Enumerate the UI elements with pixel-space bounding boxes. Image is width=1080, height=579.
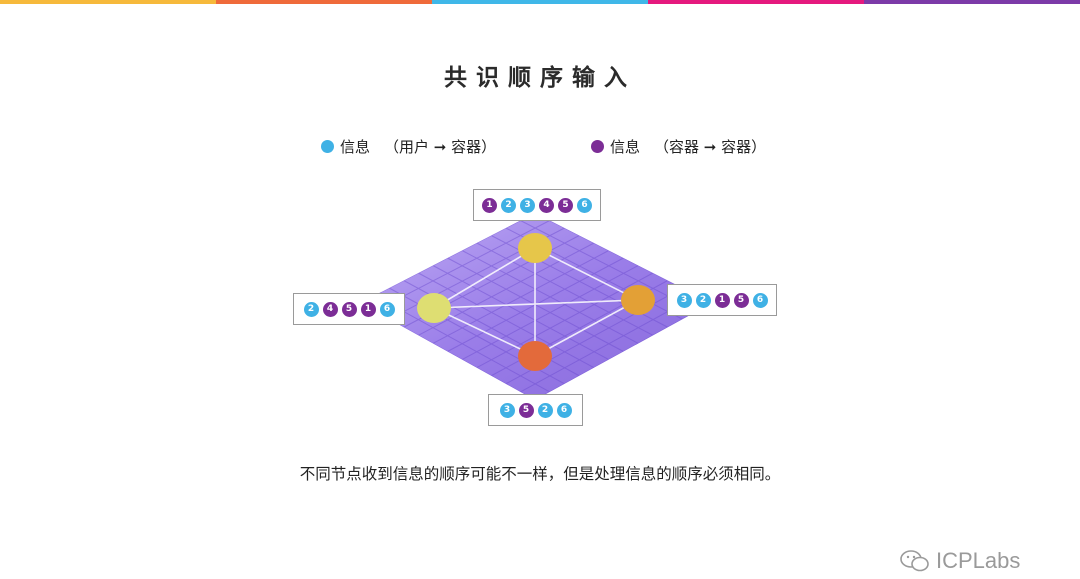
node-right — [621, 285, 655, 315]
message-badge: 2 — [501, 197, 516, 213]
grid-line — [418, 272, 595, 369]
message-badge: 4 — [539, 197, 554, 213]
legend-container-message: 信息 （容器 ➞ 容器） — [591, 136, 766, 157]
legend-user-message: 信息 （用户 ➞ 容器） — [321, 136, 496, 157]
grid-line — [476, 242, 654, 336]
message-badge: 3 — [676, 292, 692, 308]
edge-right-bottom — [534, 299, 639, 357]
top-bar-segment — [216, 0, 432, 4]
top-bar-segment — [0, 0, 216, 4]
message-badge: 3 — [520, 197, 535, 213]
legend-container-dot — [591, 140, 604, 153]
grid-line — [461, 265, 639, 361]
edge-top-right — [534, 247, 639, 301]
message-badge: 6 — [752, 292, 768, 308]
diamond-plane — [360, 213, 712, 400]
message-badge: 6 — [577, 197, 592, 213]
top-color-bar — [0, 0, 1080, 4]
message-badge: 2 — [303, 301, 319, 317]
legend-user-label: 信息 — [340, 138, 371, 156]
node-left — [417, 293, 451, 323]
message-badge: 5 — [558, 197, 573, 213]
message-badge: 5 — [341, 301, 357, 317]
grid-line — [432, 250, 609, 344]
message-badge: 6 — [379, 301, 395, 317]
node-bottom — [518, 341, 552, 371]
message-badge: 5 — [733, 292, 749, 308]
legend-user-detail: （用户 ➞ 容器） — [384, 138, 497, 156]
edge-left-right — [433, 299, 639, 309]
message-badge: 1 — [482, 197, 497, 213]
message-badge: 1 — [714, 292, 730, 308]
watermark-text: ICPLabs — [936, 548, 1021, 573]
message-badge: 1 — [360, 301, 376, 317]
edge-top-left — [433, 247, 536, 309]
node-top — [518, 233, 552, 263]
top-bar-segment — [864, 0, 1080, 4]
node-connections — [433, 247, 639, 357]
edge-left-bottom — [433, 307, 536, 357]
legend-user-dot — [321, 140, 334, 153]
message-badge: 5 — [518, 402, 534, 418]
top-bar-segment — [432, 0, 648, 4]
wechat-icon — [900, 550, 929, 572]
watermark: ICPLabs — [900, 548, 1020, 574]
caption: 不同节点收到信息的顺序可能不一样，但是处理信息的顺序必须相同。 — [299, 465, 781, 483]
message-badge: 2 — [537, 402, 553, 418]
page-title: 共识顺序输入 — [444, 65, 636, 91]
legend-container-label: 信息 — [610, 138, 641, 156]
legend-container-detail: （容器 ➞ 容器） — [654, 138, 767, 156]
message-badge: 6 — [556, 402, 572, 418]
grid-line — [476, 272, 654, 369]
grid-line — [418, 242, 595, 336]
top-bar-segment — [648, 0, 864, 4]
grid-line — [432, 265, 609, 361]
grid-line — [461, 250, 639, 344]
message-badge: 4 — [322, 301, 338, 317]
message-badge: 2 — [695, 292, 711, 308]
message-badge: 3 — [499, 402, 515, 418]
